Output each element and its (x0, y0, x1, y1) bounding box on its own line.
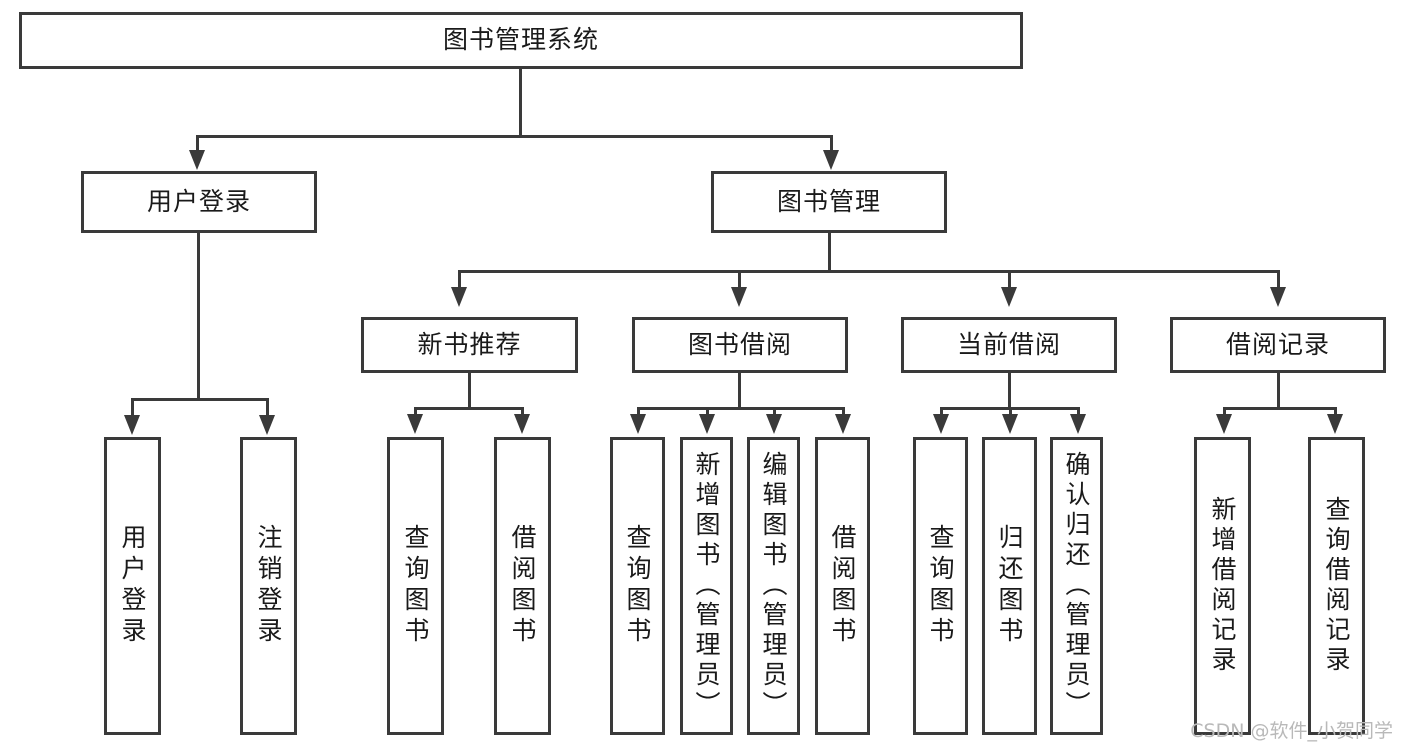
arrowhead-book-borrow-leaf-4 (835, 414, 851, 434)
arrowhead-book-borrow-leaf-1 (630, 414, 646, 434)
node-label: 新增借阅记录 (1208, 496, 1237, 676)
arrowhead-book-mgmt-child-3 (1001, 287, 1017, 307)
connector-root-to-book-mgmt (830, 135, 833, 157)
leaf-book-borrow-query[interactable]: 查询图书 (610, 437, 665, 735)
leaf-book-borrow-edit[interactable]: 编辑图书（管理员） (747, 437, 800, 735)
leaf-current-borrow-query[interactable]: 查询图书 (913, 437, 968, 735)
connector-borrow-record-stem (1277, 373, 1280, 407)
connector-book-mgmt-bar (458, 270, 1280, 273)
leaf-user-login-signout[interactable]: 注销登录 (240, 437, 297, 735)
node-borrow-record[interactable]: 借阅记录 (1170, 317, 1386, 373)
arrowhead-current-borrow-leaf-1 (933, 414, 949, 434)
node-label: 图书借阅 (687, 329, 792, 359)
connector-book-mgmt-to-child-2 (738, 270, 741, 292)
arrowhead-user-login-leaf-1 (124, 415, 140, 435)
connector-book-mgmt-to-child-3 (1008, 270, 1011, 292)
connector-user-login-to-leaf-2 (266, 398, 269, 420)
leaf-new-book-query[interactable]: 查询图书 (387, 437, 444, 735)
node-label: 用户登录 (146, 186, 251, 216)
watermark-text: CSDN @软件_小贺同学 (1190, 720, 1393, 742)
leaf-user-login-signin[interactable]: 用户登录 (104, 437, 161, 735)
node-label: 查询图书 (623, 524, 652, 648)
leaf-book-borrow-add[interactable]: 新增图书（管理员） (680, 437, 733, 735)
leaf-book-borrow-borrow[interactable]: 借阅图书 (815, 437, 870, 735)
node-label: 新书推荐 (417, 329, 522, 359)
node-label: 新增图书（管理员） (692, 451, 721, 721)
connector-root-bar (196, 135, 833, 138)
node-label: 借阅记录 (1225, 329, 1330, 359)
node-label: 图书管理 (776, 186, 881, 216)
node-label: 归还图书 (995, 524, 1024, 648)
node-label: 查询图书 (401, 524, 430, 648)
node-new-book-recommend[interactable]: 新书推荐 (361, 317, 578, 373)
connector-book-borrow-stem (738, 373, 741, 407)
connector-book-borrow-bar (637, 407, 845, 410)
leaf-new-book-borrow[interactable]: 借阅图书 (494, 437, 551, 735)
arrowhead-current-borrow-leaf-3 (1070, 414, 1086, 434)
connector-current-borrow-stem (1008, 373, 1011, 407)
arrowhead-book-mgmt-child-2 (731, 287, 747, 307)
node-book-management[interactable]: 图书管理 (711, 171, 947, 233)
node-book-borrow[interactable]: 图书借阅 (632, 317, 848, 373)
leaf-borrow-record-query[interactable]: 查询借阅记录 (1308, 437, 1365, 735)
node-root-system[interactable]: 图书管理系统 (19, 12, 1023, 69)
arrowhead-new-book-leaf-1 (407, 414, 423, 434)
node-label: 用户登录 (118, 524, 147, 648)
arrowhead-book-mgmt-child-1 (451, 287, 467, 307)
node-label: 借阅图书 (828, 524, 857, 648)
arrowhead-borrow-record-leaf-1 (1216, 414, 1232, 434)
leaf-borrow-record-add[interactable]: 新增借阅记录 (1194, 437, 1251, 735)
connector-book-mgmt-to-child-4 (1277, 270, 1280, 292)
arrowhead-root-to-book-mgmt (823, 150, 839, 170)
node-label: 查询借阅记录 (1322, 496, 1351, 676)
node-label: 查询图书 (926, 524, 955, 648)
node-user-login[interactable]: 用户登录 (81, 171, 317, 233)
connector-book-mgmt-stem (828, 233, 831, 270)
arrowhead-user-login-leaf-2 (259, 415, 275, 435)
arrowhead-book-borrow-leaf-3 (766, 414, 782, 434)
connector-user-login-bar (131, 398, 266, 401)
arrowhead-new-book-leaf-2 (514, 414, 530, 434)
arrowhead-root-to-user-login (189, 150, 205, 170)
node-label: 注销登录 (254, 524, 283, 648)
arrowhead-book-borrow-leaf-2 (699, 414, 715, 434)
leaf-current-borrow-confirm-return[interactable]: 确认归还（管理员） (1050, 437, 1103, 735)
node-label: 编辑图书（管理员） (759, 451, 788, 721)
node-label: 图书管理系统 (442, 25, 599, 55)
arrowhead-borrow-record-leaf-2 (1327, 414, 1343, 434)
arrowhead-book-mgmt-child-4 (1270, 287, 1286, 307)
connector-borrow-record-bar (1223, 407, 1337, 410)
node-label: 借阅图书 (508, 524, 537, 648)
connector-root-stem (519, 69, 522, 135)
arrowhead-current-borrow-leaf-2 (1002, 414, 1018, 434)
connector-book-mgmt-to-child-1 (458, 270, 461, 292)
connector-root-to-user-login (196, 135, 199, 157)
connector-user-login-to-leaf-1 (131, 398, 134, 420)
connector-new-book-stem (468, 373, 471, 407)
node-label: 当前借阅 (956, 329, 1061, 359)
connector-new-book-bar (414, 407, 524, 410)
connector-user-login-stem (197, 233, 200, 398)
node-label: 确认归还（管理员） (1062, 451, 1091, 721)
leaf-current-borrow-return[interactable]: 归还图书 (982, 437, 1037, 735)
node-current-borrow[interactable]: 当前借阅 (901, 317, 1117, 373)
